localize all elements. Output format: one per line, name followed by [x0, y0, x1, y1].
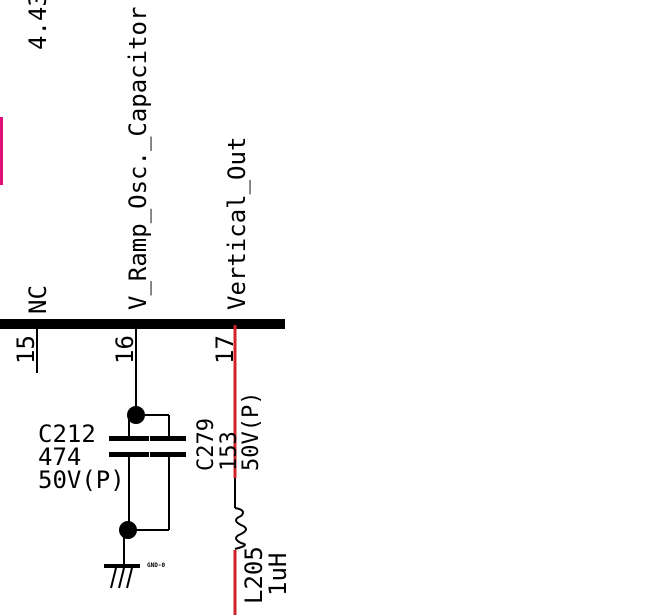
- pin-15-signal-label: NC: [24, 285, 52, 314]
- pin-16-number: 16: [111, 335, 139, 364]
- c279-value-label: 153: [217, 431, 242, 471]
- c212-ref-label: C212: [38, 420, 96, 448]
- ic-pin-bar: [0, 319, 285, 329]
- c212-capacitor-symbol: [109, 436, 149, 457]
- c279-ref-label: C279: [194, 418, 219, 471]
- c212-rating-label: 50V(P): [38, 466, 125, 494]
- top-fragment-label: 4.43: [24, 0, 52, 50]
- l205-inductor-symbol: [234, 507, 247, 550]
- ground-symbol: [104, 564, 140, 589]
- l205-value-label: 1uH: [264, 553, 292, 596]
- c212-value-label: 474: [38, 443, 81, 471]
- c279-capacitor-symbol: [150, 436, 186, 457]
- pin-16-signal-label: V_Ramp_Osc._Capacitor: [124, 7, 152, 310]
- c279-rating-label: 50V(P): [239, 392, 264, 471]
- pin-17-signal-label: Vertical_Out: [223, 137, 251, 310]
- left-edge-marker: [0, 117, 3, 185]
- ground-label: GND-0: [147, 562, 165, 569]
- l205-ref-label: L205: [240, 546, 268, 604]
- ground-junction: [119, 521, 137, 539]
- pin-15-number: 15: [12, 335, 40, 364]
